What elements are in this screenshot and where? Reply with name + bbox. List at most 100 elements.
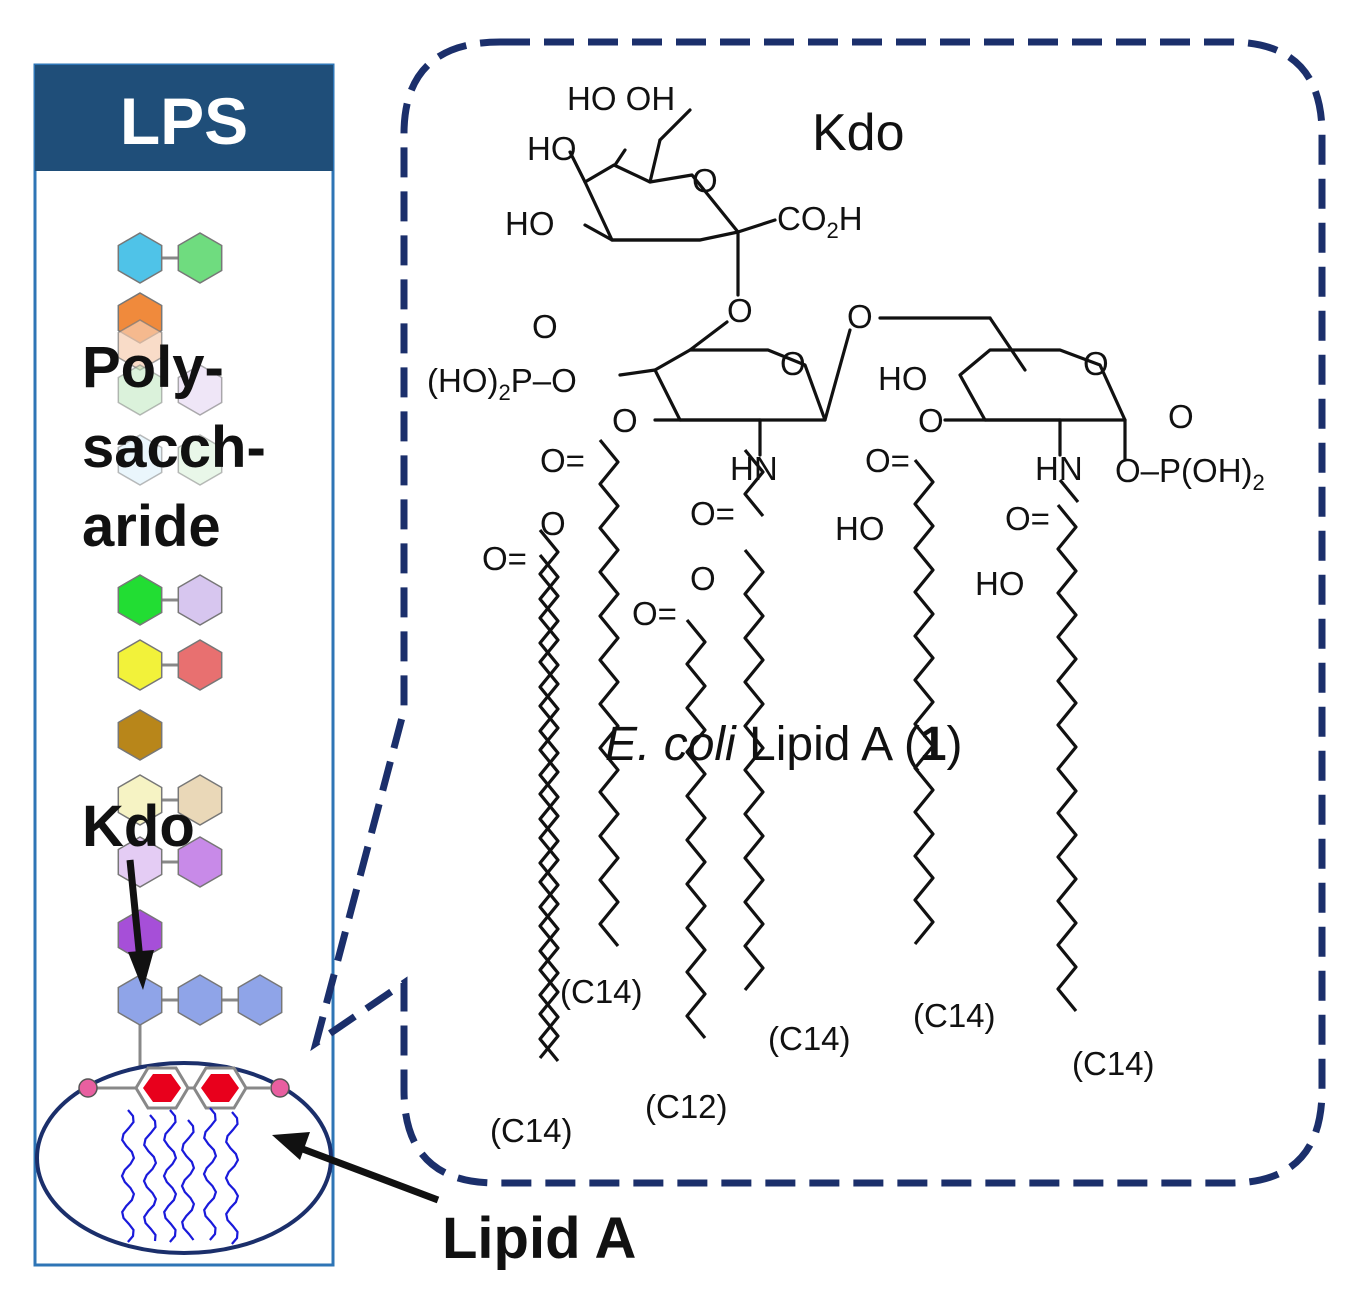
sugar-hexagon [177,232,223,284]
lipid-a-arrow-shaft [298,1144,440,1204]
gln2-ho: HO [878,360,928,397]
polysaccharide-label-line3: aride [82,494,221,559]
carbonyl-1: O= [540,442,585,479]
lps-panel: LPS Poly- sacch- aride Kdo [33,63,636,1271]
lps-header [35,65,333,171]
sugar-hexagon [117,639,163,691]
kdo-bond-ho2 [583,223,614,242]
glycosidic-o-1: O [727,292,753,329]
polysaccharide-label-line2: sacch- [82,415,266,480]
ester-o-1: O [612,402,638,439]
lipid-a-sugar-right [201,1074,239,1102]
caption-compound-number: 1 [920,718,947,771]
lipid-tail [180,1119,196,1241]
sugar-hexagon [117,434,163,486]
gln1-bond-link [823,328,852,422]
gln1-bond-o [688,320,729,352]
kdo-bond-co2h [736,218,777,234]
gln2-ring-o: O [1083,345,1109,382]
ester-o-2: O [918,402,944,439]
fatty-acyl-chain [1056,503,1078,1013]
phosphate-left-oxo: O [532,308,558,345]
sugar-hexagon [237,974,283,1026]
glucosamine-rings [618,316,1127,462]
kdo-bond-ho1 [568,150,587,184]
lipid-tail [224,1111,240,1245]
gln2-bond-c6 [988,316,1027,372]
kdo-arrow-shaft [126,859,144,961]
fatty-acyl-chain [538,528,560,1060]
gln1-ring-o: O [780,345,806,382]
sugar-hexagon [177,574,223,626]
kdo-residue [568,108,777,297]
sugar-hexagon [117,232,163,284]
carbonyl-2: O= [482,540,527,577]
kdo-label-left: Kdo [82,794,195,859]
lipid-tail [162,1109,178,1243]
glycosidic-o-2: O [847,298,873,335]
chain-label-1: (C14) [490,1112,573,1149]
kdo-co2h: CO2H [777,200,863,243]
fatty-acyl-chains [538,438,1080,1063]
sugar-hexagon [117,774,163,826]
phosphate-left-group: (HO)2P–O [427,362,577,405]
lipid-tail [142,1114,158,1242]
lipid-a-tails [120,1107,240,1245]
hydroxy-chain-1: HO [835,510,885,547]
kdo-bond-side [648,138,662,184]
chain-label-4: (C14) [768,1020,851,1057]
phosphate-right-group: O–P(OH)2 [1115,452,1265,495]
lipid-tail [202,1107,218,1241]
sugar-hexagon [117,364,163,416]
amide-hn-2: HN [1035,450,1083,487]
phosphate-left [78,1078,98,1098]
phosphate-right [270,1078,290,1098]
carbonyl-6: O= [1005,500,1050,537]
fatty-acyl-chain [743,548,765,992]
kdo-ho-top: HO [527,130,577,167]
gln1-bond-phos [618,368,657,377]
kdo-arrow-head [128,950,154,990]
lipid-a-arrow-head [272,1132,310,1160]
kdo-hooh: HO OH [567,80,675,117]
caption-text: Lipid A ( [736,718,920,771]
phosphate-right-oxo: O [1168,398,1194,435]
sugar-hexagon [177,974,223,1026]
lipid-tail [120,1109,136,1243]
lipid-a-label: Lipid A [442,1206,636,1271]
sugar-hexagon [177,836,223,888]
sugar-hexagon [177,434,223,486]
kdo-ring-o: O [692,162,718,199]
kdo-bond-oh [658,108,692,142]
carbonyl-3: O= [690,495,735,532]
sugar-hexagon [177,364,223,416]
sugar-hexagon [177,639,223,691]
chain-label-6: (C14) [1072,1045,1155,1082]
lipid-a-headgroup [78,1066,290,1110]
fatty-acyl-chain [1058,478,1080,504]
caption-species: E. coli [605,718,737,771]
sugar-hexagon [177,774,223,826]
chain-label-2: (C14) [560,973,643,1010]
kdo-label-structure: Kdo [812,104,905,162]
ester-o-chain-2: O [690,560,716,597]
kdo-ho-ring: HO [505,205,555,242]
fatty-acyl-chain [538,553,560,1063]
sugar-hexagon [117,709,163,761]
lps-title: LPS [120,84,248,158]
kdo-bond-ho3 [613,148,627,167]
chain-label-3: (C12) [645,1088,728,1125]
carbonyl-5: O= [865,442,910,479]
lipid-a-caption: E. coli Lipid A (1) [605,718,963,771]
fatty-acyl-chain [913,458,935,946]
caption-close: ) [947,718,963,771]
chain-label-5: (C14) [913,997,996,1034]
structure-panel: Kdo HO OH HO HO O CO2H O O [310,38,1326,1187]
sugar-chain [117,232,283,1070]
polysaccharide-label-line1: Poly- [82,335,224,400]
lipid-a-sugar-left [143,1074,181,1102]
sugar-hexagon [117,974,163,1026]
carbonyl-4: O= [632,595,677,632]
hydroxy-chain-2: HO [975,565,1025,602]
